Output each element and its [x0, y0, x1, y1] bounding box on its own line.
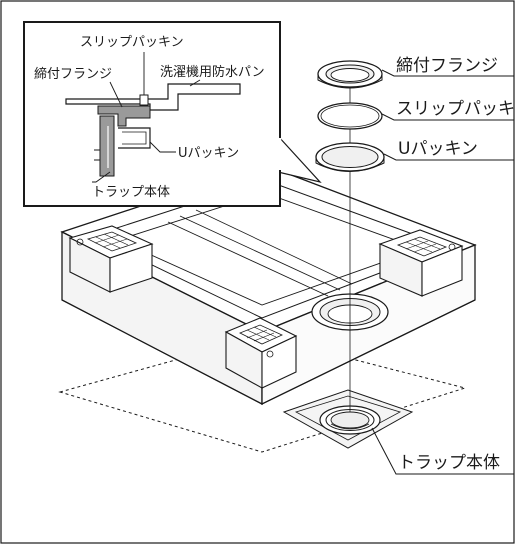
foot-pad-right: [378, 229, 464, 297]
svg-text:スリップパッキン: スリップパッキン: [80, 35, 184, 50]
label-u-packing: Uパッキン: [383, 139, 514, 161]
svg-text:トラップ本体: トラップ本体: [92, 185, 170, 200]
label-slip-packing: スリップパッキン: [381, 99, 515, 121]
label-fastening-flange: 締付フランジ: [381, 56, 514, 77]
foot-pad-left: [68, 225, 154, 293]
svg-text:締付フランジ: 締付フランジ: [396, 56, 498, 76]
svg-text:スリップパッキン: スリップパッキン: [396, 99, 515, 119]
svg-text:締付フランジ: 締付フランジ: [34, 66, 112, 82]
slip-packing-part: [317, 102, 383, 130]
label-trap-body: トラップ本体: [371, 427, 514, 475]
u-packing-part: [315, 142, 385, 172]
svg-text:洗濯機用防水パン: 洗濯機用防水パン: [160, 64, 265, 80]
svg-text:Uパッキン: Uパッキン: [178, 146, 239, 161]
svg-text:Uパッキン: Uパッキン: [398, 139, 478, 159]
foot-pad-front: [224, 317, 298, 389]
svg-text:トラップ本体: トラップ本体: [398, 453, 500, 473]
trap-body-floor: [282, 389, 414, 449]
fastening-flange-part: [317, 60, 383, 89]
inset-callout: スリップパッキン 締付フランジ 洗濯機用防水パン Uパッキン トラップ本体: [23, 21, 322, 207]
